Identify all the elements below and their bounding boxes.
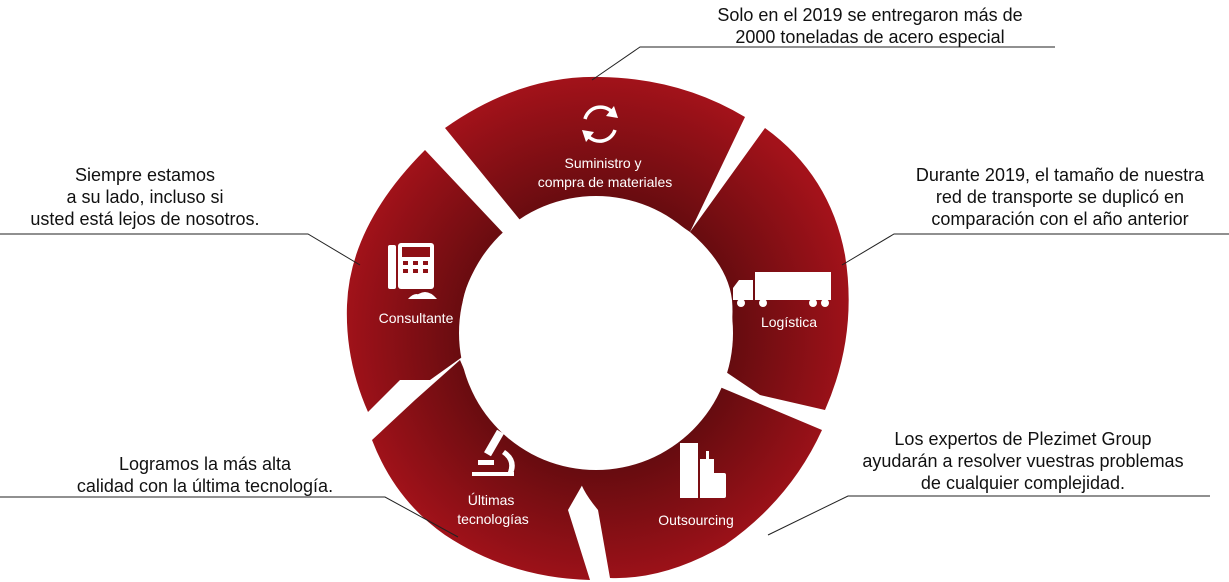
leader-supply [591, 46, 1055, 81]
segment-supply [445, 76, 745, 232]
buildings-icon [680, 443, 726, 498]
segment-label-supply: Suministro y compra de materiales [538, 155, 673, 190]
segment-label-outsourcing: Outsourcing [658, 512, 733, 528]
cycle-arrows-icon [582, 105, 618, 143]
callout-logistics: Durante 2019, el tamaño de nuestra red d… [915, 165, 1205, 229]
phone-person-icon [388, 243, 437, 299]
segment-label-logistics: Logística [761, 314, 817, 330]
callout-consultant: Siempre estamos a su lado, incluso si us… [30, 165, 260, 229]
leader-consultant [0, 233, 361, 266]
segment-label-consultant: Consultante [379, 310, 454, 326]
callout-supply: Solo en el 2019 se entregaron más de 200… [717, 5, 1023, 47]
callout-outsourcing: Los expertos de Plezimet Group ayudarán … [862, 429, 1184, 493]
leader-outsourcing [767, 495, 1210, 536]
truck-icon [733, 272, 831, 307]
leader-logistics [841, 233, 1229, 266]
segment-technology [372, 360, 590, 580]
leader-technology [0, 496, 459, 538]
leader-lines [0, 46, 1229, 538]
microscope-icon [472, 429, 515, 476]
callout-technology: Logramos la más alta calidad con la últi… [76, 454, 334, 496]
center-circle [459, 196, 733, 470]
segment-label-technology: Últimas tecnologías [457, 492, 529, 527]
